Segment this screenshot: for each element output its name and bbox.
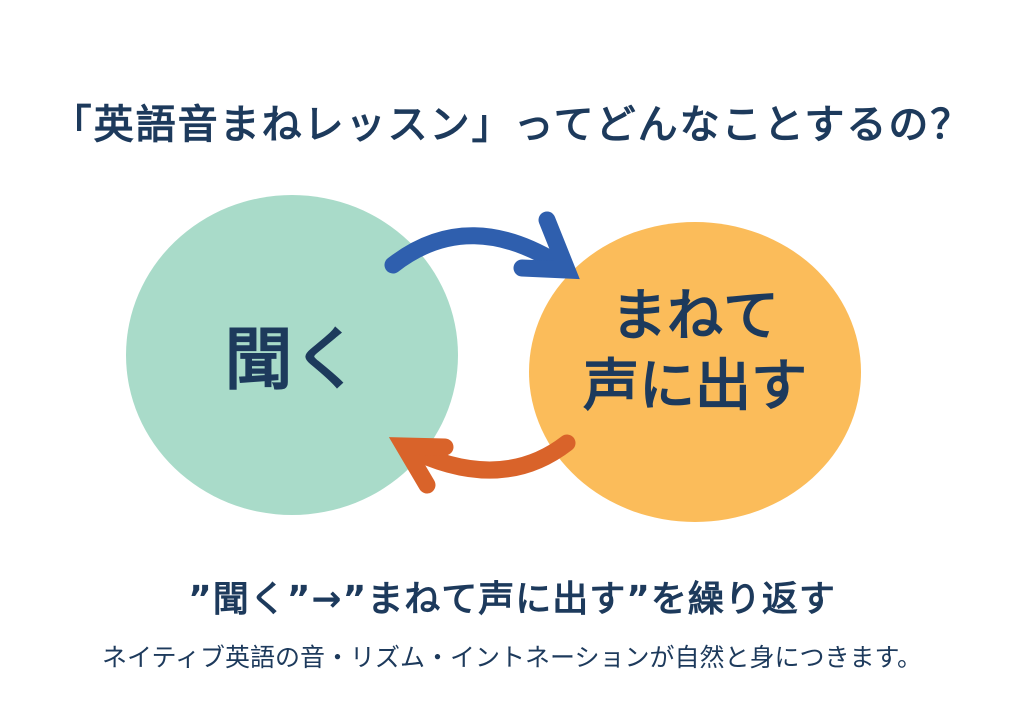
back-arrow-icon: [388, 434, 576, 494]
forward-arrow-icon: [384, 211, 580, 280]
speak-label-line2: 声に出す: [583, 354, 807, 419]
description: ネイティブ英語の音・リズム・イントネーションが自然と身につきます。: [101, 643, 922, 672]
speak-label: まねて 声に出す: [530, 282, 860, 422]
speak-circle: [529, 222, 861, 522]
listen-circle: [126, 195, 458, 515]
subtitle: ”聞く”→”まねて声に出す”を繰り返す: [188, 579, 836, 620]
speak-label-line1: まねて: [611, 284, 779, 349]
page-title: 「英語音まねレッスン」ってどんなことするの？: [51, 102, 973, 148]
listen-label: 聞く: [224, 321, 361, 400]
